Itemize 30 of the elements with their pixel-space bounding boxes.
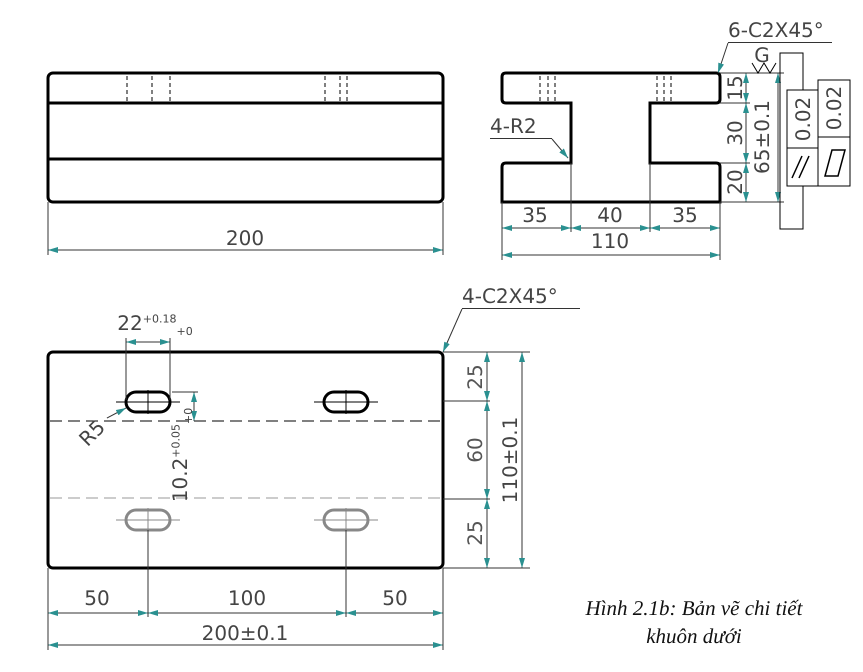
leader-line xyxy=(442,308,462,352)
dimension-text: 40 xyxy=(597,205,623,225)
dimension-text: 50 xyxy=(382,588,408,608)
dimension-text: 110±0.1 xyxy=(500,416,520,504)
dimension-text: 35 xyxy=(672,205,698,225)
radius-note: R5 xyxy=(74,415,110,451)
dimension-text: 200±0.1 xyxy=(202,623,288,643)
dimension-text: 200 xyxy=(226,228,264,248)
top-view-drawing xyxy=(46,350,444,570)
dimension-text: 65±0.1 xyxy=(752,100,772,174)
dimension-text: 60 xyxy=(465,437,485,463)
leader-note: 6-C2X45° xyxy=(728,20,832,43)
dimension-text: 110 xyxy=(590,231,630,251)
leader-line xyxy=(552,138,568,158)
dimension-text: 25 xyxy=(465,520,485,546)
dimension-text: 50 xyxy=(84,588,110,608)
dimension-text: 100 xyxy=(228,588,266,608)
dimension-text: G xyxy=(754,45,770,65)
figure-caption: Hình 2.1b: Bản vẽ chi tiết khuôn dưới xyxy=(584,595,804,650)
dimension-text: 15 xyxy=(725,75,745,101)
leader-note: 4-C2X45° xyxy=(462,286,580,309)
leader-note: 4-R2 xyxy=(490,116,552,139)
leader-line xyxy=(106,408,126,419)
dimension-text: 35 xyxy=(522,205,548,225)
leader-line xyxy=(718,42,728,74)
dimension-text: 0.02 xyxy=(824,86,844,130)
dimension-text: 0.02 xyxy=(793,96,813,142)
dimension-text: 30 xyxy=(725,120,745,146)
dimension-text: 20 xyxy=(725,169,745,195)
dimension-text: 25 xyxy=(465,364,485,390)
